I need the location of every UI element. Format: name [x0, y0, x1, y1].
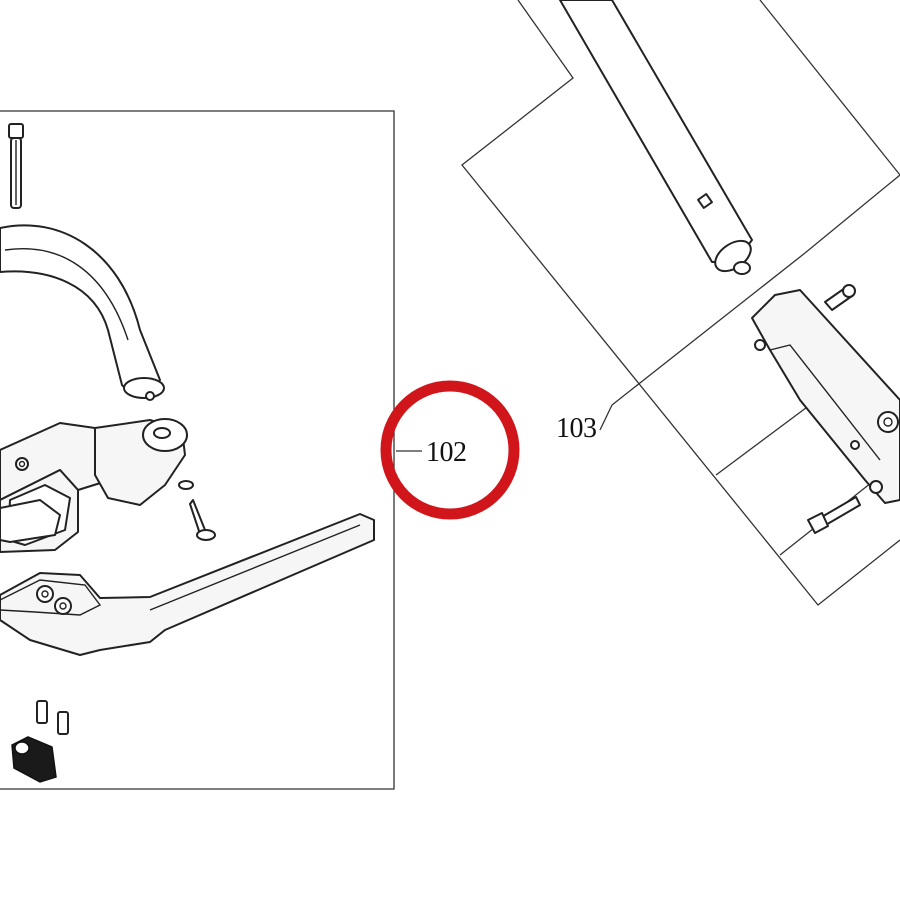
assembly-group-102-frame: [0, 110, 395, 790]
curved-tube: [0, 224, 165, 401]
mount-bracket: [751, 289, 900, 504]
small-screw: [178, 480, 216, 541]
bracket-bolt-top: [824, 284, 856, 311]
long-bolt: [8, 123, 24, 209]
stem-tube: [559, 0, 753, 275]
highlight-circle: [380, 380, 520, 520]
adjuster-parts: [11, 700, 69, 783]
leader-line-103: [599, 404, 613, 431]
clamp-bracket: [0, 418, 188, 553]
brake-lever: [0, 513, 375, 656]
bracket-bolt-bottom: [807, 496, 861, 534]
callout-label-103[interactable]: 103: [556, 413, 597, 444]
callout-label-102[interactable]: 102: [426, 437, 467, 468]
